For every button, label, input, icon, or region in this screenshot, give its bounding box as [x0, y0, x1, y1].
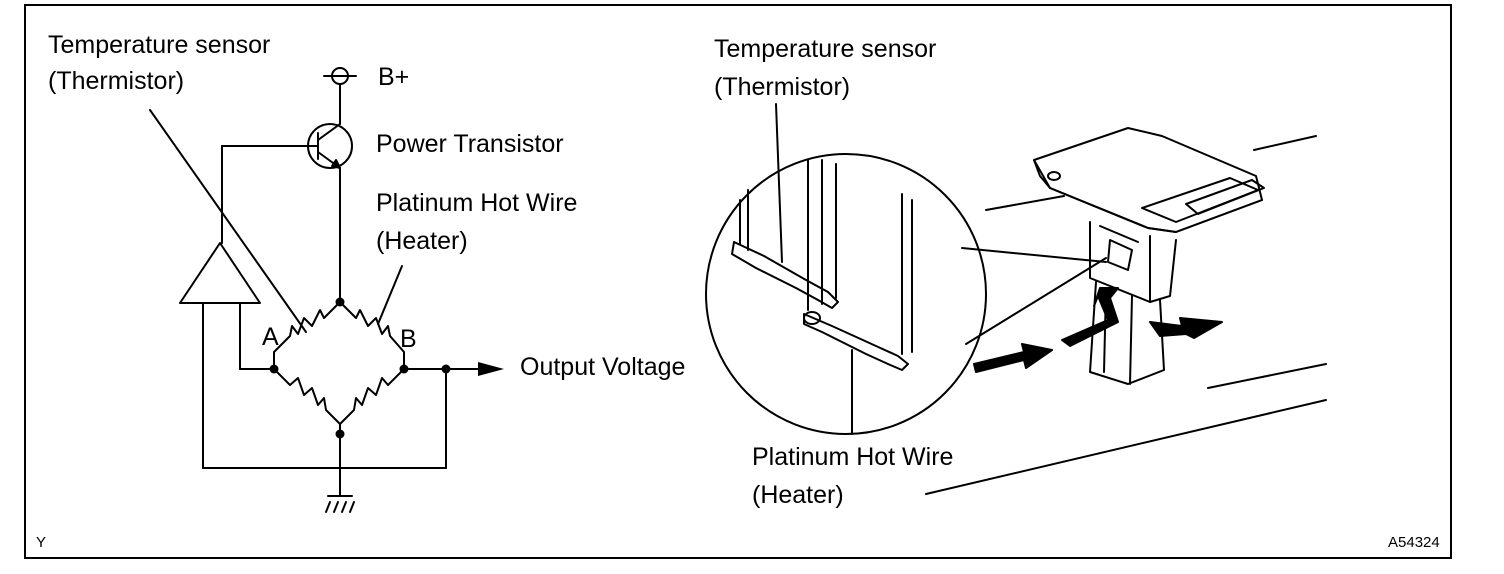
junction-dot-top — [335, 297, 345, 307]
junction-dot-output — [441, 364, 451, 374]
power-transistor-symbol — [221, 119, 353, 303]
right-hot-wire-label-line2: (Heater) — [752, 481, 844, 509]
air-duct-lines — [925, 135, 1327, 495]
hot-wire-label-line1: Platinum Hot Wire — [376, 189, 578, 217]
right-thermistor-leader-line — [775, 103, 783, 263]
amplifier-symbol — [179, 145, 261, 469]
thermistor-leader-line — [149, 109, 307, 333]
hot-wire-leader-line — [377, 265, 403, 325]
output-voltage-label: Output Voltage — [520, 353, 686, 381]
junction-dot-b — [399, 364, 409, 374]
junction-dot-bottom — [335, 429, 345, 439]
magnified-view-circle — [705, 153, 1107, 435]
corner-mark: Y — [36, 534, 47, 551]
junction-dot-a — [269, 364, 279, 374]
bridge-wiring — [202, 368, 489, 497]
figure-frame — [24, 4, 1452, 559]
node-b-label: B — [400, 325, 417, 353]
figure-code: A54324 — [1388, 534, 1440, 551]
left-temp-sensor-label-line1: Temperature sensor — [48, 31, 271, 59]
left-temp-sensor-label-line2: (Thermistor) — [48, 67, 185, 95]
node-a-label: A — [262, 323, 279, 351]
output-arrow-head — [478, 362, 504, 376]
ground-symbol — [325, 495, 355, 513]
airflow-sensor-body — [1033, 127, 1265, 385]
right-hot-wire-label-line1: Platinum Hot Wire — [752, 443, 954, 471]
hot-wire-label-line2: (Heater) — [376, 227, 468, 255]
airflow-arrows — [973, 287, 1223, 373]
right-temp-sensor-label-line1: Temperature sensor — [714, 35, 937, 63]
bplus-label: B+ — [378, 63, 410, 91]
right-temp-sensor-label-line2: (Thermistor) — [714, 73, 851, 101]
power-transistor-label: Power Transistor — [376, 130, 564, 158]
magnified-element — [731, 159, 913, 371]
